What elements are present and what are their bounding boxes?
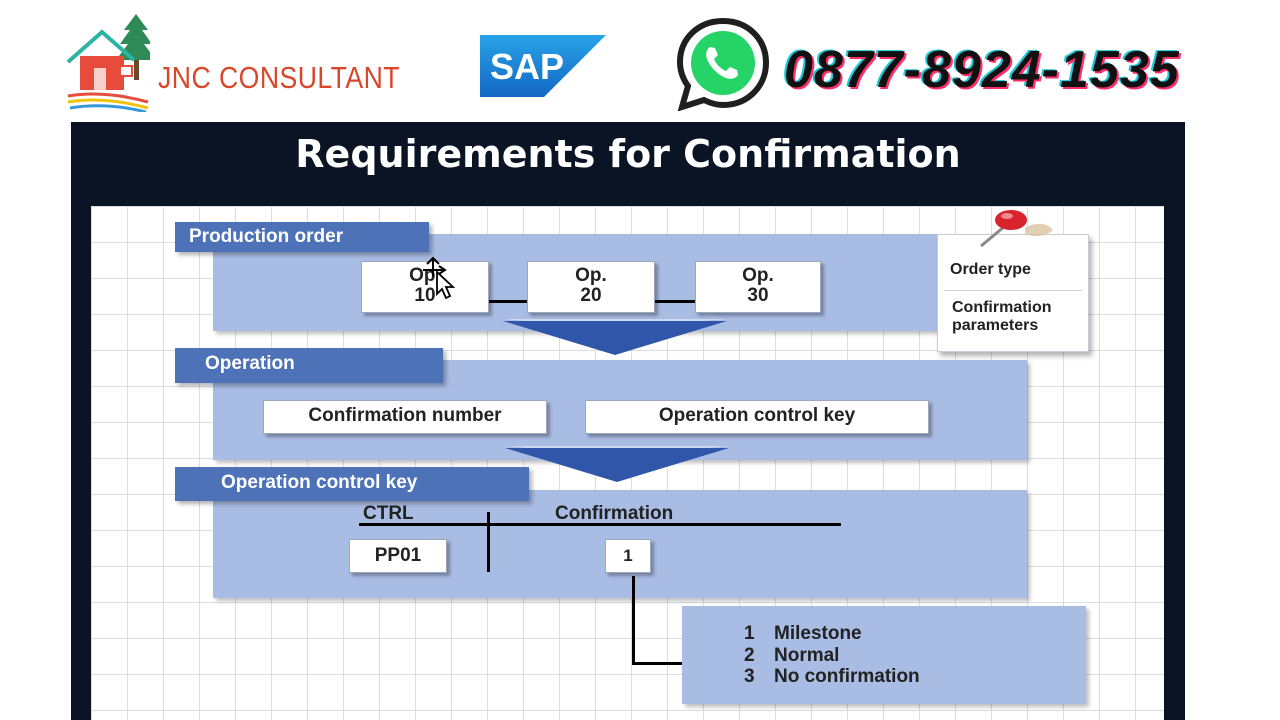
legend-row-normal: 2 Normal: [744, 645, 839, 667]
operation-box-10-line2: 10: [414, 285, 436, 306]
brand-name: JNC CONSULTANT: [158, 60, 401, 95]
slide-title: Requirements for Confirmation: [295, 132, 961, 176]
operation-tab: Operation: [175, 348, 443, 383]
note-order-type: Order type: [950, 261, 1031, 278]
house-tree-logo: [66, 14, 150, 112]
note-divider: [944, 290, 1082, 291]
note-confirmation: Confirmation: [952, 299, 1052, 316]
operation-box-30-line2: 30: [747, 285, 769, 306]
diagram-canvas: Production order Op. 10 Op. 20 Op. 30 Or…: [91, 206, 1164, 720]
sap-logo-text: SAP: [490, 46, 564, 87]
operation-box-30[interactable]: Op. 30: [695, 261, 821, 313]
legend-connector-vertical: [632, 576, 635, 664]
legend-num: 1: [744, 623, 755, 644]
confirmation-number-field[interactable]: Confirmation number: [263, 400, 547, 434]
confirmation-value-box[interactable]: 1: [605, 539, 651, 573]
mouse-cursor-icon: [423, 256, 456, 300]
legend-num: 3: [744, 666, 755, 687]
note-parameters: parameters: [952, 317, 1039, 334]
table-header-rule: [359, 523, 841, 526]
header-bar: JNC CONSULTANT SAP 0877-8924-1535: [0, 0, 1280, 122]
operation-box-30-line1: Op.: [742, 265, 774, 286]
operation-control-key-field[interactable]: Operation control key: [585, 400, 929, 434]
ctrl-value-box[interactable]: PP01: [349, 539, 447, 573]
operation-box-20[interactable]: Op. 20: [527, 261, 655, 313]
legend-row-no-confirmation: 3 No confirmation: [744, 666, 920, 688]
production-order-tab: Production order: [175, 222, 429, 252]
op-connector-2: [655, 300, 695, 303]
legend-num: 2: [744, 645, 755, 666]
flow-arrow-2: [505, 448, 729, 482]
legend-text: Milestone: [774, 623, 862, 644]
slide: Requirements for Confirmation Production…: [71, 122, 1185, 720]
sap-logo: SAP: [480, 35, 606, 97]
operation-box-20-line1: Op.: [575, 265, 607, 286]
operation-control-key-tab: Operation control key: [175, 467, 529, 501]
legend-row-milestone: 1 Milestone: [744, 623, 862, 645]
flow-arrow-1: [503, 321, 727, 355]
confirmation-types-legend: 1 Milestone 2 Normal 3 No confirmation: [682, 606, 1086, 704]
pushpin-icon: [980, 210, 1053, 248]
phone-number[interactable]: 0877-8924-1535: [784, 41, 1180, 99]
order-type-note: Order type Confirmation parameters: [937, 234, 1089, 352]
ctrl-column-header: CTRL: [363, 503, 414, 524]
op-connector-1: [489, 300, 527, 303]
legend-text: No confirmation: [774, 666, 920, 687]
whatsapp-icon: [676, 17, 770, 111]
operation-box-20-line2: 20: [580, 285, 602, 306]
legend-text: Normal: [774, 645, 840, 666]
legend-connector-horizontal: [632, 662, 684, 665]
confirmation-column-header: Confirmation: [555, 503, 674, 524]
table-column-divider: [487, 512, 490, 572]
